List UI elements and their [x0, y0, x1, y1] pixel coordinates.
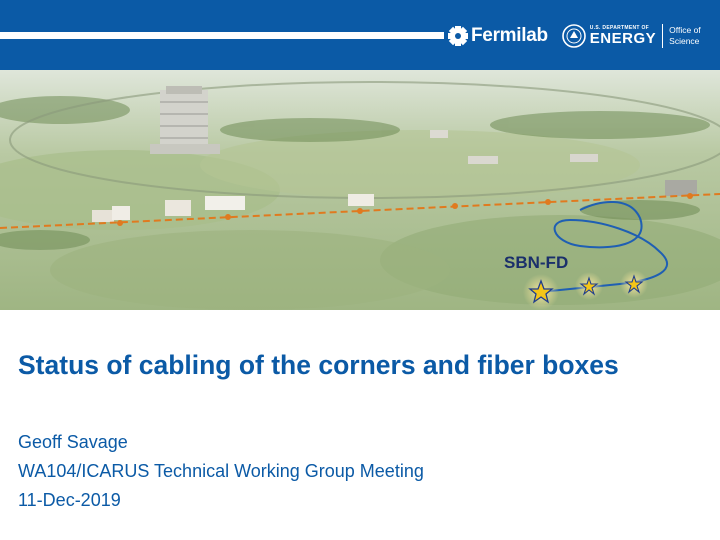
detector-path-loop [539, 200, 668, 293]
doe-big-text: ENERGY [589, 30, 657, 47]
header-stripe [0, 32, 444, 39]
detector-star-large [523, 274, 559, 310]
office-line-1: Office of [669, 25, 701, 36]
office-of-science: Office of Science [669, 25, 701, 46]
beamline-markers [117, 193, 693, 226]
wilson-hall [150, 86, 220, 154]
site-buildings [92, 130, 697, 222]
doe-small-text: U.S. DEPARTMENT OF [589, 25, 649, 31]
meeting-name: WA104/ICARUS Technical Working Group Mee… [18, 461, 424, 481]
office-line-2: Science [669, 36, 700, 46]
logo-group: Fermilab U.S. DEPARTMENT OF ENERGY Offic… [448, 22, 701, 50]
aerial-site-photo: SBN-FD [0, 70, 720, 310]
sbn-fd-label: SBN-FD [504, 253, 568, 272]
doe-wordmark: U.S. DEPARTMENT OF ENERGY [589, 25, 657, 47]
fermilab-logo-icon [448, 26, 468, 46]
meeting-date: 11-Dec-2019 [18, 490, 121, 510]
slide-title: Status of cabling of the corners and fib… [18, 350, 619, 380]
detector-star-right [620, 270, 648, 298]
fermilab-wordmark: Fermilab [471, 25, 548, 46]
header-bar: Fermilab U.S. DEPARTMENT OF ENERGY Offic… [0, 0, 720, 70]
logo-divider [662, 24, 664, 48]
author-name: Geoff Savage [18, 432, 128, 452]
detector-star-middle [575, 272, 603, 300]
doe-seal-icon [561, 24, 586, 48]
neutrino-beamline [0, 193, 720, 229]
